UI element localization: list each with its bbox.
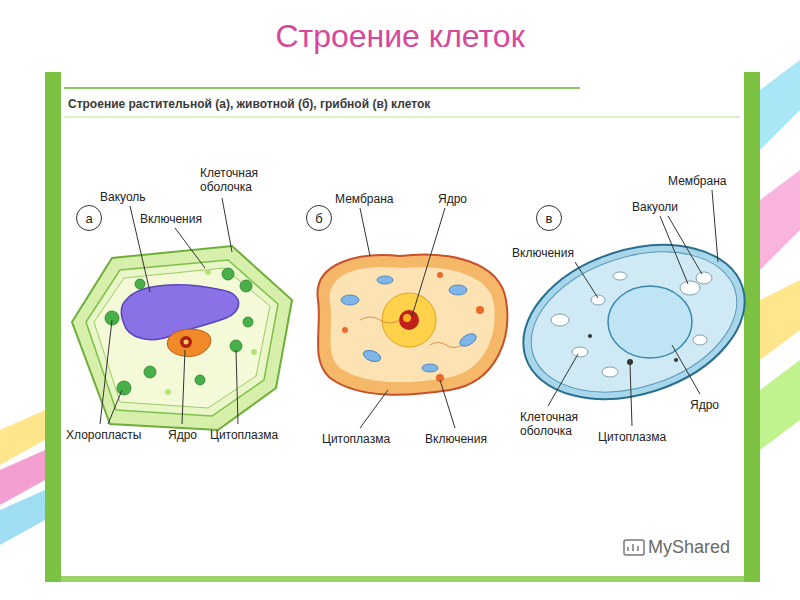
rule-line (64, 87, 580, 89)
part-label: Ядро (168, 428, 197, 442)
part-label: Цитоплазма (322, 432, 390, 446)
fungal-cell (503, 218, 764, 425)
part-label: Цитоплазма (598, 430, 666, 444)
figure-letter: а (85, 211, 92, 226)
part-label: Вакуоль (100, 190, 146, 204)
frame-bar (45, 72, 61, 582)
plant-cell (72, 246, 292, 430)
frame-bar (744, 72, 760, 582)
part-label: Мембрана (335, 192, 393, 206)
part-label: Клеточная оболочка (520, 410, 600, 438)
letter-circle: б (306, 205, 332, 231)
slide-title: Строение клеток (0, 18, 800, 55)
figure-letter: б (315, 211, 322, 226)
part-label: Включения (140, 212, 202, 226)
watermark: MyShared (648, 536, 730, 558)
part-label: Ядро (438, 192, 467, 206)
part-label: Цитоплазма (210, 428, 278, 442)
part-label: Включения (512, 246, 574, 260)
letter-circle: в (536, 205, 562, 231)
frame-bar (61, 576, 744, 582)
rule-line (64, 117, 740, 118)
decor-streaks (0, 60, 800, 545)
letter-circle: а (76, 205, 102, 231)
animal-cell (317, 255, 507, 395)
part-label: Ядро (690, 398, 719, 412)
part-label: Вакуоли (632, 200, 678, 214)
watermark-icon (624, 540, 644, 555)
figure-letter: в (546, 211, 553, 226)
part-label: Хлоропласты (66, 428, 141, 442)
part-label: Включения (425, 432, 487, 446)
part-label: Мембрана (668, 174, 726, 188)
leader-lines (100, 190, 718, 428)
figure-caption: Строение растительной (а), животной (б),… (68, 97, 430, 111)
part-label: Клеточная оболочка (200, 166, 280, 194)
